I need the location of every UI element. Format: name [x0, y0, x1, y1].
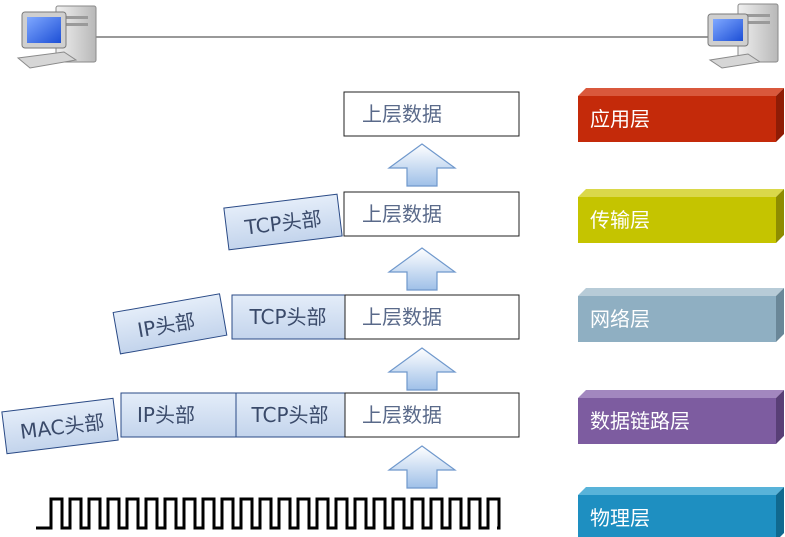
layer-bar-side — [776, 288, 784, 342]
layer-bar-side — [776, 88, 784, 142]
data-box-transport: 上层数据 — [343, 191, 520, 237]
data-label: 上层数据 — [362, 102, 442, 126]
layer-bar-4: 物理层 — [578, 487, 784, 537]
layer-bar-front — [578, 96, 776, 142]
ip-header-box: IP头部 — [120, 392, 237, 438]
layer-bar-front — [578, 296, 776, 342]
layer-bar-top — [578, 390, 784, 398]
tcp-header-box: TCP头部 — [235, 392, 346, 438]
layer-bar-side — [776, 390, 784, 444]
layer-bar-top — [578, 88, 784, 96]
tcp-header-label: TCP头部 — [250, 403, 328, 427]
layer-bar-top — [578, 487, 784, 495]
data-box-network: 上层数据 — [344, 294, 520, 340]
layer-name: 网络层 — [590, 307, 650, 331]
layer-bar-front — [578, 197, 776, 243]
data-label: 上层数据 — [362, 305, 442, 329]
tcp-header-tilted: TCP头部 — [223, 193, 343, 251]
layer-bar-front — [578, 495, 776, 537]
server-icon — [707, 3, 779, 69]
data-box-link: 上层数据 — [344, 392, 520, 438]
layer-name: 物理层 — [590, 506, 650, 530]
up-arrow-icon — [387, 445, 457, 489]
layer-bar-0: 应用层 — [578, 88, 784, 142]
layer-bar-top — [578, 189, 784, 197]
ip-header-tilted: IP头部 — [112, 293, 228, 355]
tcp-header-box: TCP头部 — [231, 294, 346, 340]
layer-name: 数据链路层 — [590, 409, 690, 433]
layer-name: 应用层 — [590, 107, 650, 131]
layer-bar-3: 数据链路层 — [578, 390, 784, 444]
up-arrow-icon — [387, 347, 457, 391]
computer-icon — [16, 5, 97, 69]
data-label: 上层数据 — [362, 202, 442, 226]
mac-header-tilted: MAC头部 — [1, 397, 119, 455]
up-arrow-icon — [387, 247, 457, 291]
layer-bar-top — [578, 288, 784, 296]
layer-name: 传输层 — [590, 208, 650, 232]
data-label: 上层数据 — [362, 403, 442, 427]
tcp-header-label: TCP头部 — [248, 305, 326, 329]
layer-bar-side — [776, 189, 784, 243]
layer-bar-front — [578, 398, 776, 444]
bit-signal-wave — [36, 497, 501, 530]
up-arrow-icon — [387, 143, 457, 187]
ip-header-label: IP头部 — [137, 403, 195, 427]
layer-bar-1: 传输层 — [578, 189, 784, 243]
layer-bar-side — [776, 487, 784, 537]
data-box-app: 上层数据 — [343, 91, 520, 137]
layer-bar-2: 网络层 — [578, 288, 784, 342]
